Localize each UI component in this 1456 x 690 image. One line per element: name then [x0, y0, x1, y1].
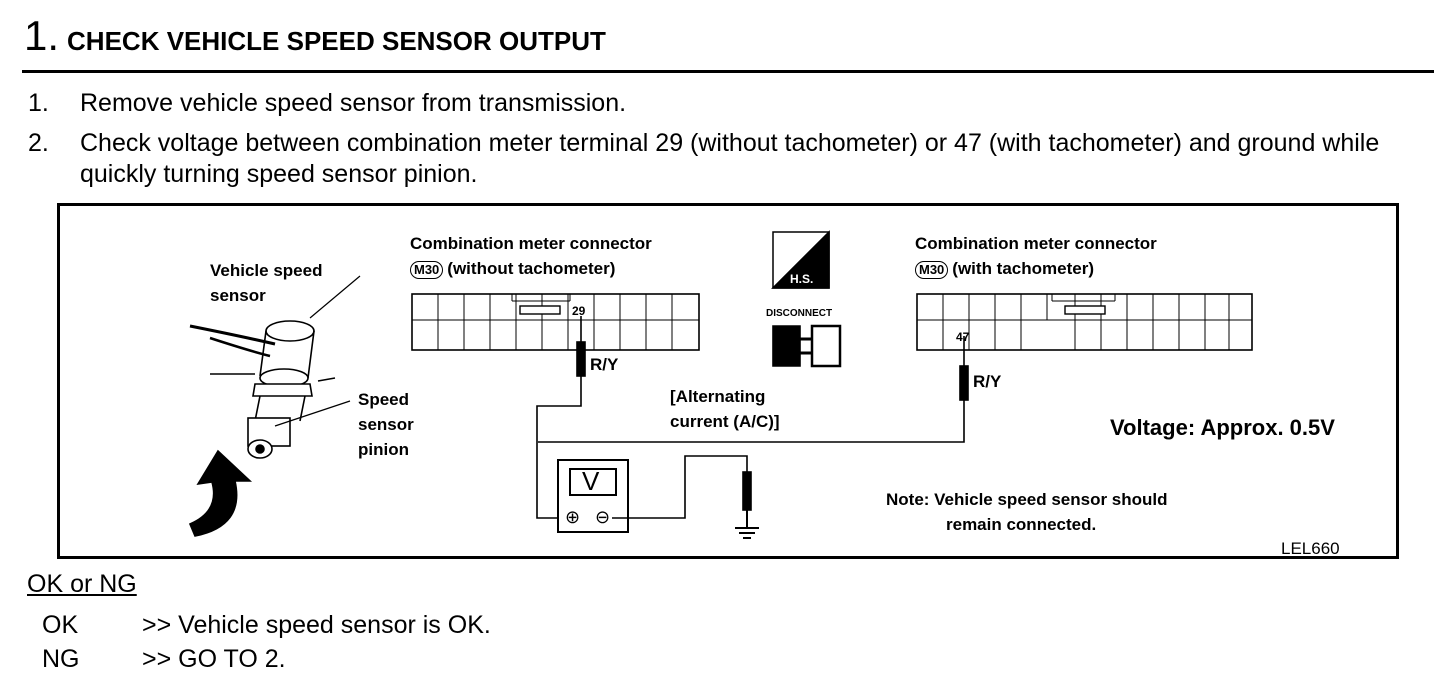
conn1-sub: M30(without tachometer) [410, 258, 615, 280]
ac-label-2: current (A/C)] [670, 412, 780, 431]
probe-2 [959, 365, 969, 401]
meter-symbol: V [582, 466, 600, 496]
conn2-code: M30 [915, 261, 949, 279]
ground-probe [742, 471, 752, 511]
conn1-title: Combination meter connector [410, 234, 652, 253]
result-text: >> Vehicle speed sensor is OK. [142, 611, 491, 639]
voltage-label: Voltage: Approx. 0.5V [1110, 415, 1335, 440]
note-line-2: remain connected. [946, 515, 1097, 534]
probe-1 [576, 341, 586, 377]
sensor-label-1: Vehicle speed [210, 261, 323, 280]
okng-title: OK or NG [27, 570, 137, 598]
conn2-sub: M30(with tachometer) [915, 258, 1094, 280]
connector-with-tach [916, 293, 1253, 351]
connector-without-tach [411, 293, 700, 351]
step-number: 1. [28, 89, 49, 117]
conn2-wire: R/Y [973, 372, 1002, 391]
sensor-cable [189, 324, 276, 346]
conn1-code: M30 [410, 261, 444, 279]
minus-terminal-icon: ⊖ [595, 507, 611, 527]
result-key: OK [42, 611, 79, 639]
figure-code: LEL660 [1281, 539, 1340, 558]
step-text: Check voltage between combination meter … [80, 129, 1380, 188]
sensor-label-2: sensor [210, 286, 266, 305]
conn2-sub-text: (with tachometer) [952, 259, 1094, 278]
disconnect-label: DISCONNECT [766, 308, 833, 319]
conn1-sub-text: (without tachometer) [447, 259, 616, 278]
plus-terminal-icon: ⊕ [565, 507, 581, 527]
voltmeter-icon [557, 459, 629, 533]
pinion-label-3: pinion [358, 440, 409, 459]
pinion-label-2: sensor [358, 415, 414, 434]
heading-number: 1. [24, 12, 60, 59]
note-line-1: Note: Vehicle speed sensor should [886, 490, 1168, 509]
result-key: NG [42, 645, 80, 673]
hs-icon [771, 230, 830, 289]
disconnect-icon [772, 324, 842, 368]
wiring-diagram [188, 230, 1253, 539]
section-heading: 1. CHECK VEHICLE SPEED SENSOR OUTPUT [24, 12, 606, 68]
conn2-title: Combination meter connector [915, 234, 1157, 253]
ac-label-1: [Alternating [670, 387, 766, 406]
heading-title: CHECK VEHICLE SPEED SENSOR OUTPUT [67, 26, 606, 56]
heading-rule [22, 70, 1434, 73]
rotation-arrow-icon [188, 449, 253, 537]
conn1-terminal: 29 [572, 304, 586, 318]
conn2-terminal: 47 [956, 330, 970, 344]
pinion-label-1: Speed [358, 390, 410, 409]
speed-sensor-icon [210, 320, 336, 459]
conn1-wire: R/Y [590, 355, 619, 374]
step-text: Remove vehicle speed sensor from transmi… [80, 89, 627, 117]
hs-label: H.S. [790, 272, 814, 286]
ground-icon [735, 510, 759, 539]
step-number: 2. [28, 129, 49, 157]
result-text: >> GO TO 2. [142, 645, 286, 673]
wiring-figure: Vehicle speed sensor Speed sensor pinion… [57, 203, 1399, 559]
